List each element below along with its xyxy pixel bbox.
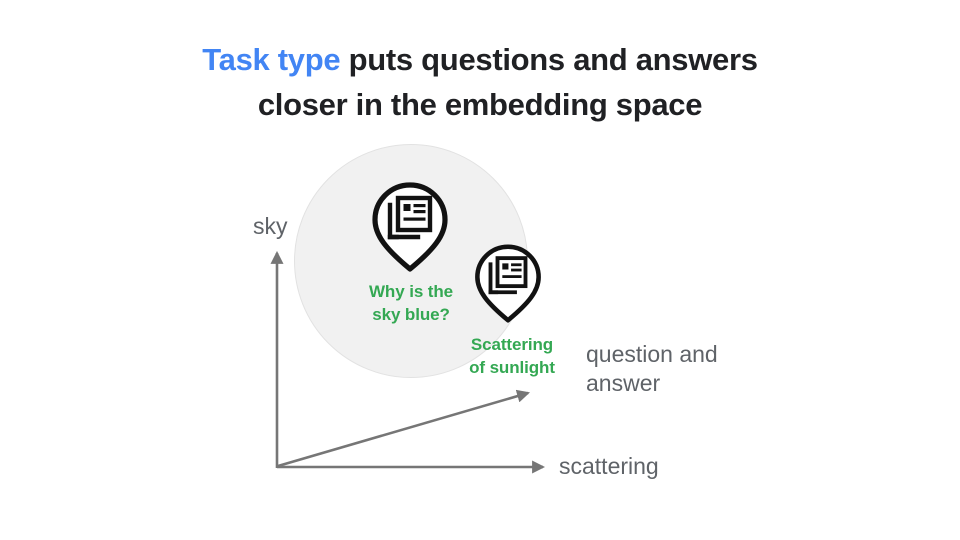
title-line2: closer in the embedding space <box>257 86 703 122</box>
axis-diagonal-question-answer <box>277 389 530 468</box>
axis-label-scattering: scattering <box>559 453 659 479</box>
map-pin-answer[interactable] <box>473 243 543 324</box>
pin-caption-question: Why is the sky blue? <box>368 282 453 324</box>
title-rest-line1: puts questions and answers <box>340 42 758 77</box>
axis-label-sky: sky <box>253 213 288 239</box>
title-accent-text: Task type <box>202 42 341 77</box>
page-title: Task type puts questions and answers clo… <box>130 38 830 128</box>
article-stack-icon <box>372 182 448 272</box>
axis-label-question-and-answer: question and answer <box>586 341 718 397</box>
pin-caption-answer: Scattering of sunlight <box>469 335 555 377</box>
map-pin-question[interactable] <box>370 181 450 273</box>
article-stack-icon <box>475 244 541 323</box>
